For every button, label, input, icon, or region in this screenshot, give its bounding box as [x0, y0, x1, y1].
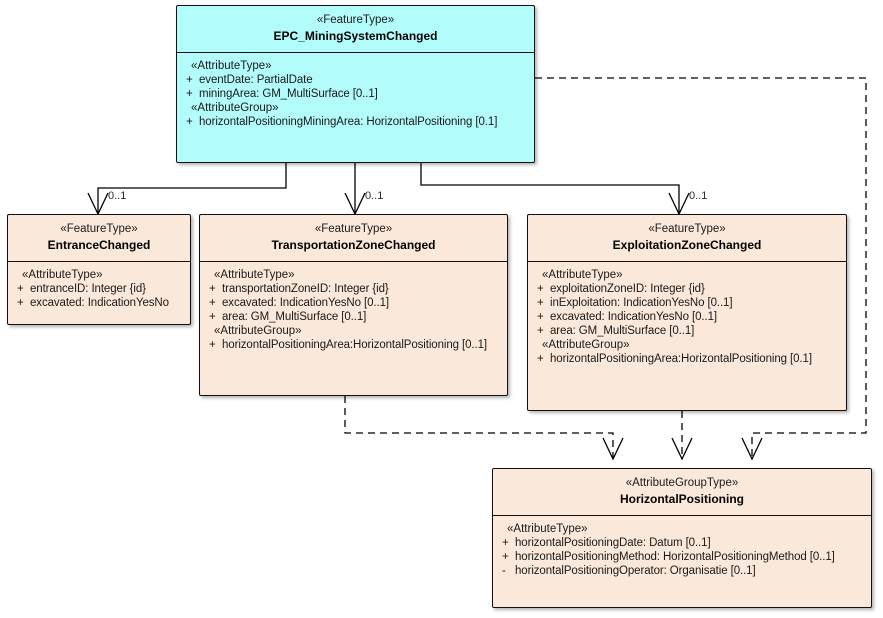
attribute-signature: transportationZoneID: Integer {id}	[222, 283, 389, 296]
class-name: EntranceChanged	[47, 237, 151, 252]
class-box-epc-miningsystemchanged[interactable]: «FeatureType» EPC_MiningSystemChanged «A…	[176, 5, 535, 163]
attribute-signature: area: GM_MultiSurface [0..1]	[222, 311, 367, 324]
class-header-entrancechanged: «FeatureType» EntranceChanged	[8, 215, 190, 263]
class-name: TransportationZoneChanged	[271, 237, 436, 252]
attribute-row[interactable]: + transportationZoneID: Integer {id}	[200, 282, 507, 296]
class-stereotype: «AttributeGroupType»	[625, 477, 739, 489]
attribute-row[interactable]: + entranceID: Integer {id}	[8, 282, 190, 296]
attribute-row[interactable]: + horizontalPositioningMethod: Horizonta…	[493, 550, 871, 564]
attribute-group-heading: «AttributeType»	[507, 523, 588, 536]
attribute-signature: excavated: IndicationYesNo [0..1]	[550, 311, 717, 324]
class-stereotype: «FeatureType»	[314, 223, 393, 235]
attribute-visibility: +	[537, 325, 544, 338]
class-box-horizontalpositioning[interactable]: «AttributeGroupType» HorizontalPositioni…	[492, 468, 872, 608]
attribute-visibility: +	[537, 297, 544, 310]
attribute-visibility: +	[186, 88, 193, 101]
attribute-row[interactable]: + excavated: IndicationYesNo [0..1]	[528, 310, 846, 324]
attribute-group-heading: «AttributeType»	[191, 60, 272, 73]
attribute-signature: horizontalPositioningMethod: HorizontalP…	[515, 551, 835, 564]
attribute-visibility: +	[186, 116, 193, 129]
attribute-group-heading: «AttributeGroup»	[214, 325, 302, 338]
attribute-visibility: +	[17, 283, 24, 296]
attribute-visibility: +	[17, 297, 24, 310]
class-box-entrancechanged[interactable]: «FeatureType» EntranceChanged «Attribute…	[7, 214, 191, 325]
attribute-visibility: +	[209, 311, 216, 324]
attribute-visibility: +	[502, 551, 509, 564]
class-name: EPC_MiningSystemChanged	[273, 28, 438, 43]
attribute-row[interactable]: + horizontalPositioningArea:HorizontalPo…	[528, 352, 846, 366]
class-box-transportationzonechanged[interactable]: «FeatureType» TransportationZoneChanged …	[199, 214, 508, 396]
multiplicity-label-exploitation: 0..1	[689, 190, 708, 202]
attribute-row[interactable]: + eventDate: PartialDate	[177, 73, 534, 87]
multiplicity-label-entrance: 0..1	[108, 190, 127, 202]
attribute-row[interactable]: + area: GM_MultiSurface [0..1]	[200, 310, 507, 324]
attribute-row[interactable]: + area: GM_MultiSurface [0..1]	[528, 324, 846, 338]
class-header-exploitationzonechanged: «FeatureType» ExploitationZoneChanged	[528, 215, 846, 263]
dependency-exploitation-to-horizontalpositioning	[671, 411, 693, 461]
attribute-visibility: -	[502, 565, 506, 578]
attribute-visibility: +	[209, 339, 216, 352]
class-header-horizontalpositioning: «AttributeGroupType» HorizontalPositioni…	[493, 469, 871, 517]
attribute-signature: entranceID: Integer {id}	[30, 283, 146, 296]
attribute-row[interactable]: + miningArea: GM_MultiSurface [0..1]	[177, 87, 534, 101]
attribute-signature: area: GM_MultiSurface [0..1]	[550, 325, 695, 338]
association-root-to-transportation	[344, 163, 366, 216]
attribute-group-heading: «AttributeType»	[22, 269, 103, 282]
attribute-row[interactable]: + excavated: IndicationYesNo [0..1]	[200, 296, 507, 310]
multiplicity-label-transportation: 0..1	[365, 190, 384, 202]
class-stereotype: «FeatureType»	[648, 223, 726, 235]
attribute-row[interactable]: + exploitationZoneID: Integer {id}	[528, 282, 846, 296]
attribute-visibility: +	[537, 283, 544, 296]
attribute-row[interactable]: + horizontalPositioningArea:HorizontalPo…	[200, 338, 507, 352]
attribute-group-heading: «AttributeGroup»	[191, 102, 279, 115]
attribute-row[interactable]: + horizontalPositioningDate: Datum [0..1…	[493, 536, 871, 550]
attribute-signature: horizontalPositioningDate: Datum [0..1]	[515, 537, 711, 550]
attribute-row[interactable]: + excavated: IndicationYesNo	[8, 296, 190, 310]
attribute-signature: horizontalPositioningOperator: Organisat…	[515, 565, 756, 578]
attribute-group-heading: «AttributeType»	[542, 269, 623, 282]
attribute-visibility: +	[209, 297, 216, 310]
attribute-signature: exploitationZoneID: Integer {id}	[550, 283, 705, 296]
class-header-epc-miningsystemchanged: «FeatureType» EPC_MiningSystemChanged	[177, 6, 534, 54]
association-root-to-entrance	[87, 163, 287, 216]
attribute-visibility: +	[209, 283, 216, 296]
attribute-signature: horizontalPositioningMiningArea: Horizon…	[199, 116, 498, 129]
class-header-transportationzonechanged: «FeatureType» TransportationZoneChanged	[200, 215, 507, 263]
attribute-signature: horizontalPositioningArea:HorizontalPosi…	[222, 339, 488, 352]
association-root-to-exploitation	[420, 163, 690, 216]
attribute-visibility: +	[537, 353, 544, 366]
attribute-visibility: +	[502, 537, 509, 550]
attribute-row[interactable]: + horizontalPositioningMiningArea: Horiz…	[177, 115, 534, 129]
attribute-group-heading: «AttributeType»	[214, 269, 295, 282]
attribute-row[interactable]: - horizontalPositioningOperator: Organis…	[493, 564, 871, 578]
class-attributes-entrancechanged: «AttributeType» + entranceID: Integer {i…	[8, 262, 190, 317]
attribute-signature: excavated: IndicationYesNo [0..1]	[222, 297, 389, 310]
class-stereotype: «FeatureType»	[316, 14, 395, 26]
class-attributes-transportationzonechanged: «AttributeType» + transportationZoneID: …	[200, 262, 507, 359]
class-stereotype: «FeatureType»	[60, 223, 138, 235]
class-box-exploitationzonechanged[interactable]: «FeatureType» ExploitationZoneChanged «A…	[527, 214, 847, 411]
attribute-group-heading: «AttributeGroup»	[542, 339, 630, 352]
class-attributes-epc-miningsystemchanged: «AttributeType» + eventDate: PartialDate…	[177, 53, 534, 136]
attribute-row[interactable]: + inExploitation: IndicationYesNo [0..1]	[528, 296, 846, 310]
attribute-visibility: +	[537, 311, 544, 324]
class-attributes-horizontalpositioning: «AttributeType» + horizontalPositioningD…	[493, 516, 871, 585]
attribute-signature: horizontalPositioningArea:HorizontalPosi…	[550, 353, 812, 366]
attribute-signature: inExploitation: IndicationYesNo [0..1]	[550, 297, 733, 310]
attribute-signature: eventDate: PartialDate	[199, 74, 313, 87]
attribute-visibility: +	[186, 74, 193, 87]
class-attributes-exploitationzonechanged: «AttributeType» + exploitationZoneID: In…	[528, 262, 846, 373]
class-name: HorizontalPositioning	[620, 491, 744, 506]
attribute-signature: excavated: IndicationYesNo	[30, 297, 169, 310]
attribute-signature: miningArea: GM_MultiSurface [0..1]	[199, 88, 378, 101]
class-name: ExploitationZoneChanged	[612, 237, 762, 252]
